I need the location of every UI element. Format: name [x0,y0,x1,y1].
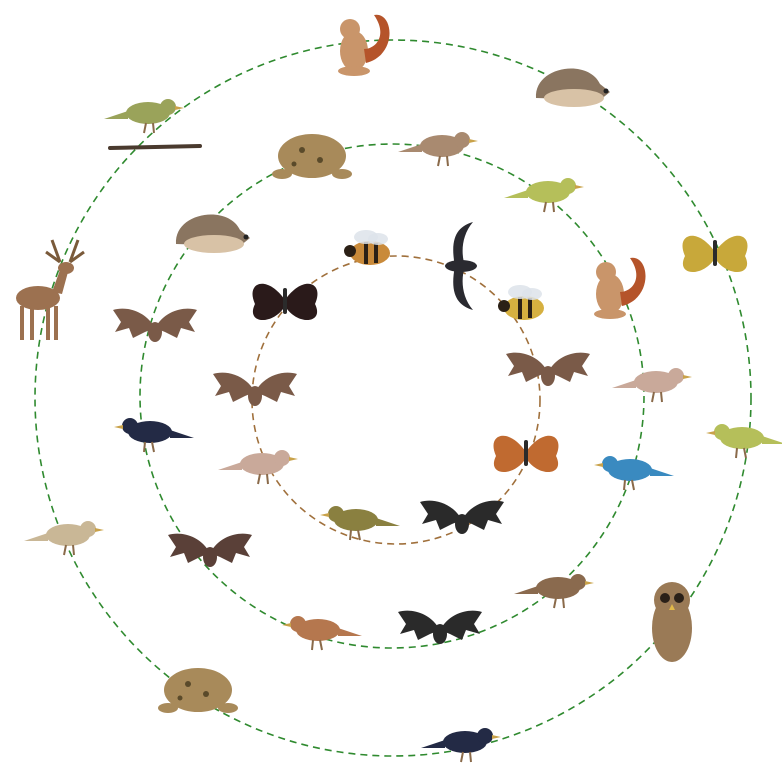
inner-bat-left [213,373,297,406]
inner-pipit [320,506,400,540]
outer-goldcrest [104,99,184,133]
middle-bat-left [113,309,197,342]
outer-deer [16,240,84,340]
middle-squirrel [594,258,646,319]
inner-bat-bottom [420,501,504,534]
middle-long-tailed-tit [612,368,692,402]
middle-house-martin [114,418,194,452]
inner-butterfly [252,284,317,320]
outer-butterfly [682,236,747,272]
middle-bat-bottom [398,611,482,644]
inner-wasp [498,285,544,320]
outer-squirrel [338,15,390,76]
inner-comma-butterfly [493,436,558,472]
middle-nightingale-right [514,574,594,608]
middle-sparrow [398,132,478,166]
outer-goldcrest-branch [110,146,200,148]
outer-crested-tit [24,521,104,555]
outer-owl [652,582,692,662]
inner-swift [445,222,477,310]
outer-toad [158,668,238,713]
outer-hedgehog [536,68,610,107]
inner-long-tailed-tit [218,450,298,484]
middle-toad [272,134,352,179]
inner-bat-right [506,353,590,386]
middle-kingfisher [594,456,674,490]
outer-house-martin [421,728,501,762]
middle-woodpecker [504,178,584,212]
middle-bat-lower-left [168,534,252,567]
middle-hedgehog [176,214,250,253]
inner-bee [344,230,390,265]
outer-woodpecker [706,424,782,458]
